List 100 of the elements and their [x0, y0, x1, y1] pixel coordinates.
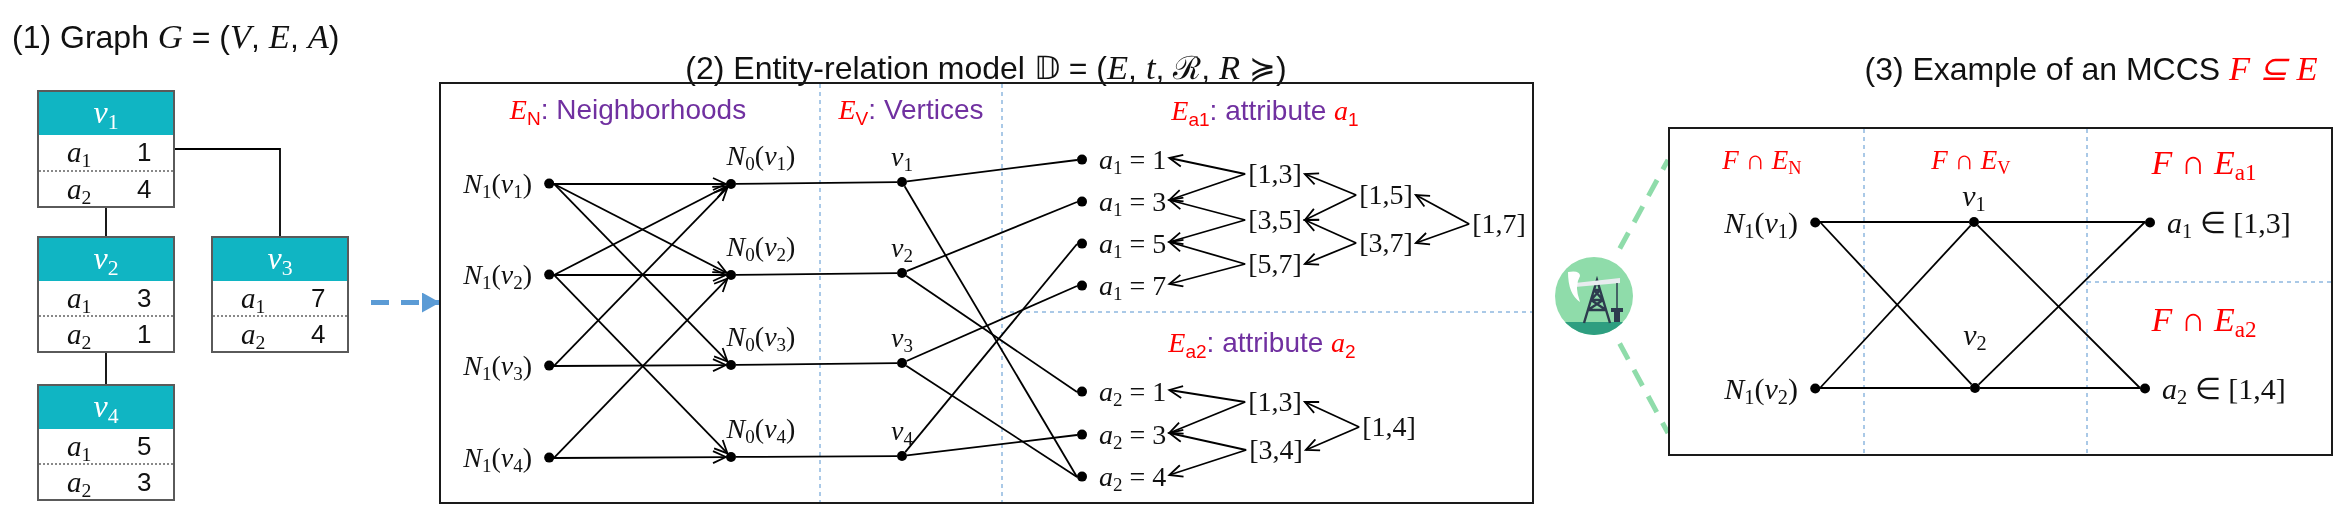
- connector-line: [1819, 221, 1970, 223]
- attribute-value: 3: [137, 466, 152, 498]
- point-label: N$_{1}$(v$_{2}$): [463, 259, 532, 291]
- attribute-value: 1: [137, 318, 152, 350]
- connector-line: [1979, 387, 2141, 389]
- table-header: v$_{2}$: [39, 238, 173, 281]
- interval-label: [1,3]: [1248, 158, 1302, 190]
- arrow: [1303, 194, 1358, 221]
- point-label: v$_{2}$: [891, 232, 913, 264]
- connector-line: [1819, 387, 1971, 389]
- arrow: [1414, 194, 1471, 225]
- section-heading: F ∩ E$_{N}$: [1722, 143, 1802, 177]
- point-dot: [1969, 217, 1979, 227]
- vertex-table: [37, 236, 175, 353]
- attribute-name: a$_{1}$: [241, 281, 266, 315]
- point-label: a$_{2}$ = 3: [1099, 419, 1167, 451]
- interval-label: [3,5]: [1248, 204, 1302, 236]
- panel-title: (3) Example of an MCCS F ⊆ E: [1864, 48, 2318, 90]
- attribute-name: a$_{2}$: [67, 465, 92, 499]
- arrow: [1168, 173, 1247, 203]
- attribute-name: a$_{2}$: [241, 317, 266, 351]
- point-dot: [726, 452, 736, 462]
- section-heading: F ∩ E$_{a1}$: [2151, 142, 2257, 184]
- attribute-name: a$_{2}$: [67, 317, 92, 351]
- point-label: a$_{1}$ ∈ [1,3]: [2167, 205, 2291, 239]
- connector-line: [1978, 221, 2146, 223]
- attribute-value: 7: [311, 282, 326, 314]
- arrow: [1414, 223, 1471, 246]
- section-heading: E$_{N}$: Neighborhoods: [509, 93, 747, 127]
- arrow: [1168, 401, 1247, 435]
- point-dot: [897, 451, 907, 461]
- connector-line: [1617, 342, 1671, 435]
- point-label: a$_{1}$ = 7: [1099, 270, 1167, 302]
- section-heading: F ∩ E$_{V}$: [1931, 143, 2011, 177]
- interval-label: [1,4]: [1362, 411, 1416, 443]
- arrow: [371, 292, 440, 313]
- point-label: N$_{0}$(v$_{4}$): [726, 413, 796, 445]
- point-label: N$_{1}$(v$_{3}$): [463, 350, 532, 382]
- point-label: N$_{1}$(v$_{1}$): [463, 168, 532, 200]
- connector-line: [735, 362, 898, 366]
- table-header: v$_{4}$: [39, 386, 173, 429]
- interval-label: [3,7]: [1359, 227, 1413, 259]
- connector-line: [105, 207, 107, 237]
- point-label: N$_{1}$(v$_{4}$): [463, 442, 532, 474]
- interval-label: [5,7]: [1248, 248, 1302, 280]
- point-label: N$_{0}$(v$_{1}$): [726, 140, 796, 172]
- connector-line: [905, 201, 1078, 273]
- point-label: a$_{1}$ = 1: [1099, 144, 1167, 176]
- table-header: v$_{3}$: [213, 238, 347, 281]
- point-label: v$_{4}$: [891, 415, 913, 447]
- connector-line: [905, 364, 1078, 478]
- point-dot: [897, 268, 907, 278]
- arrow: [1303, 172, 1358, 196]
- arrow: [1303, 401, 1361, 428]
- point-dot: [726, 270, 736, 280]
- arrow: [1168, 238, 1247, 265]
- section-heading: E$_{a2}$: attribute a$_{2}$: [1168, 326, 1356, 360]
- attribute-name: a$_{1}$: [67, 281, 92, 315]
- point-label: v$_{2}$: [1963, 317, 1987, 351]
- arrow: [1303, 242, 1358, 266]
- connector-line: [735, 181, 898, 185]
- interval-label: [1,7]: [1472, 208, 1526, 240]
- arrow: [553, 358, 727, 372]
- arrow: [1168, 196, 1247, 221]
- section-heading: F ∩ E$_{a2}$: [2151, 299, 2257, 341]
- vertex-table: [37, 384, 175, 501]
- point-label: a$_{1}$ = 3: [1099, 186, 1167, 218]
- point-label: v$_{1}$: [1962, 178, 1986, 212]
- point-dot: [1970, 383, 1980, 393]
- arrow: [1304, 426, 1361, 452]
- attribute-value: 4: [311, 318, 326, 350]
- arrow: [1168, 385, 1247, 403]
- point-label: N$_{0}$(v$_{3}$): [726, 321, 796, 353]
- attribute-name: a$_{1}$: [67, 429, 92, 463]
- point-label: N$_{1}$(v$_{2}$): [1724, 371, 1798, 405]
- vertex-table: [37, 90, 175, 208]
- connector-line: [904, 243, 1078, 454]
- point-label: v$_{1}$: [891, 141, 913, 173]
- connector-line: [174, 148, 281, 237]
- arrow: [1168, 429, 1248, 451]
- point-dot: [897, 358, 907, 368]
- interval-label: [3,4]: [1249, 434, 1303, 466]
- panel-title: (1) Graph G = (V, E, A): [12, 16, 340, 58]
- point-label: a$_{2}$ ∈ [1,4]: [2162, 371, 2286, 405]
- connector-line: [105, 352, 107, 385]
- point-label: N$_{1}$(v$_{1}$): [1724, 205, 1798, 239]
- point-dot: [726, 179, 736, 189]
- connector-line: [905, 285, 1078, 362]
- arrow: [1168, 263, 1247, 288]
- connector-line: [735, 272, 898, 276]
- connector-line: [906, 159, 1078, 183]
- connector-line: [903, 185, 1078, 478]
- section-heading: E$_{a1}$: attribute a$_{1}$: [1171, 94, 1359, 128]
- attribute-name: a$_{2}$: [67, 172, 92, 206]
- point-dot: [726, 360, 736, 370]
- connector-line: [735, 455, 898, 458]
- panel-frame: [1668, 127, 2333, 456]
- vertex-table: [211, 236, 349, 353]
- attribute-value: 1: [137, 136, 152, 168]
- point-label: a$_{2}$ = 1: [1099, 376, 1167, 408]
